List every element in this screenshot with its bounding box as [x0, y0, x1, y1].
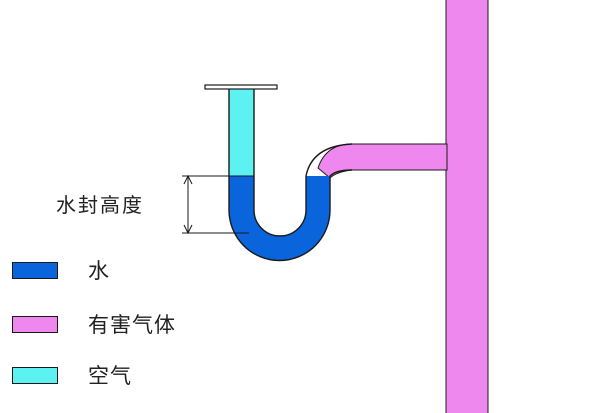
legend-label-gas: 有害气体: [88, 313, 176, 337]
dimension-arrow-up: [183, 174, 193, 185]
seal-height-label: 水封高度: [56, 193, 144, 217]
branch-pipe: [317, 143, 448, 179]
dimension-arrow-down: [183, 224, 193, 235]
legend-swatch-gas: [12, 315, 58, 333]
trap-inner-wall: [253, 88, 353, 237]
legend-item-gas: 有害气体: [12, 312, 176, 337]
trap-outer-wall: [228, 88, 353, 262]
inlet-cap: [204, 84, 278, 90]
legend-label-air: 空气: [88, 364, 132, 388]
legend-swatch-water: [12, 261, 58, 279]
legend-item-air: 空气: [12, 363, 132, 388]
u-bend-water: [229, 176, 330, 261]
main-stack-pipe: [445, 0, 489, 413]
legend-item-water: 水: [12, 258, 110, 283]
legend-label-water: 水: [88, 259, 110, 283]
legend-swatch-air: [12, 366, 58, 384]
inlet-air: [229, 88, 254, 176]
